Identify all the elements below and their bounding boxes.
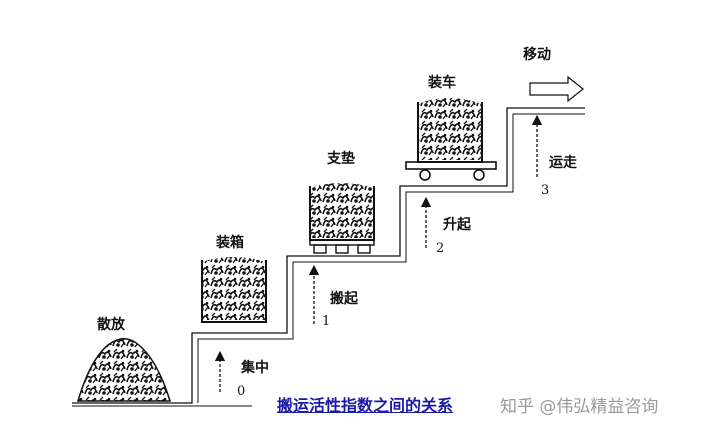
level-number-2: 2 [436, 241, 445, 256]
staircase-inner-line [197, 113, 585, 403]
stage-label-loaded: 装车 [428, 75, 456, 91]
arrow-label-lift: 搬起 [330, 291, 358, 307]
stage-label-moving: 移动 [523, 47, 551, 63]
loose-pile [76, 338, 172, 402]
cart-wheel [419, 169, 431, 181]
level-number-3: 3 [541, 183, 550, 198]
pallet-crate [309, 183, 375, 254]
stage-label-palletized: 支垫 [327, 151, 355, 167]
stage-label-boxed: 装箱 [216, 235, 244, 251]
watermark: 知乎 @伟弘精益咨询 [500, 397, 659, 417]
arrow-label-raise: 升起 [443, 217, 471, 233]
cart [405, 98, 497, 181]
level-number-1: 1 [322, 314, 331, 329]
figure-caption-link[interactable]: 搬运活性指数之间的关系 [277, 396, 454, 415]
arrow-label-transport: 运走 [549, 155, 577, 171]
level-number-0: 0 [237, 384, 246, 399]
staircase-line [72, 107, 585, 404]
move-arrow [529, 75, 584, 103]
arrow-label-gather: 集中 [241, 360, 269, 376]
cart-wheel [473, 169, 485, 181]
stage-label-loose: 散放 [97, 317, 125, 333]
box-container [201, 257, 267, 323]
